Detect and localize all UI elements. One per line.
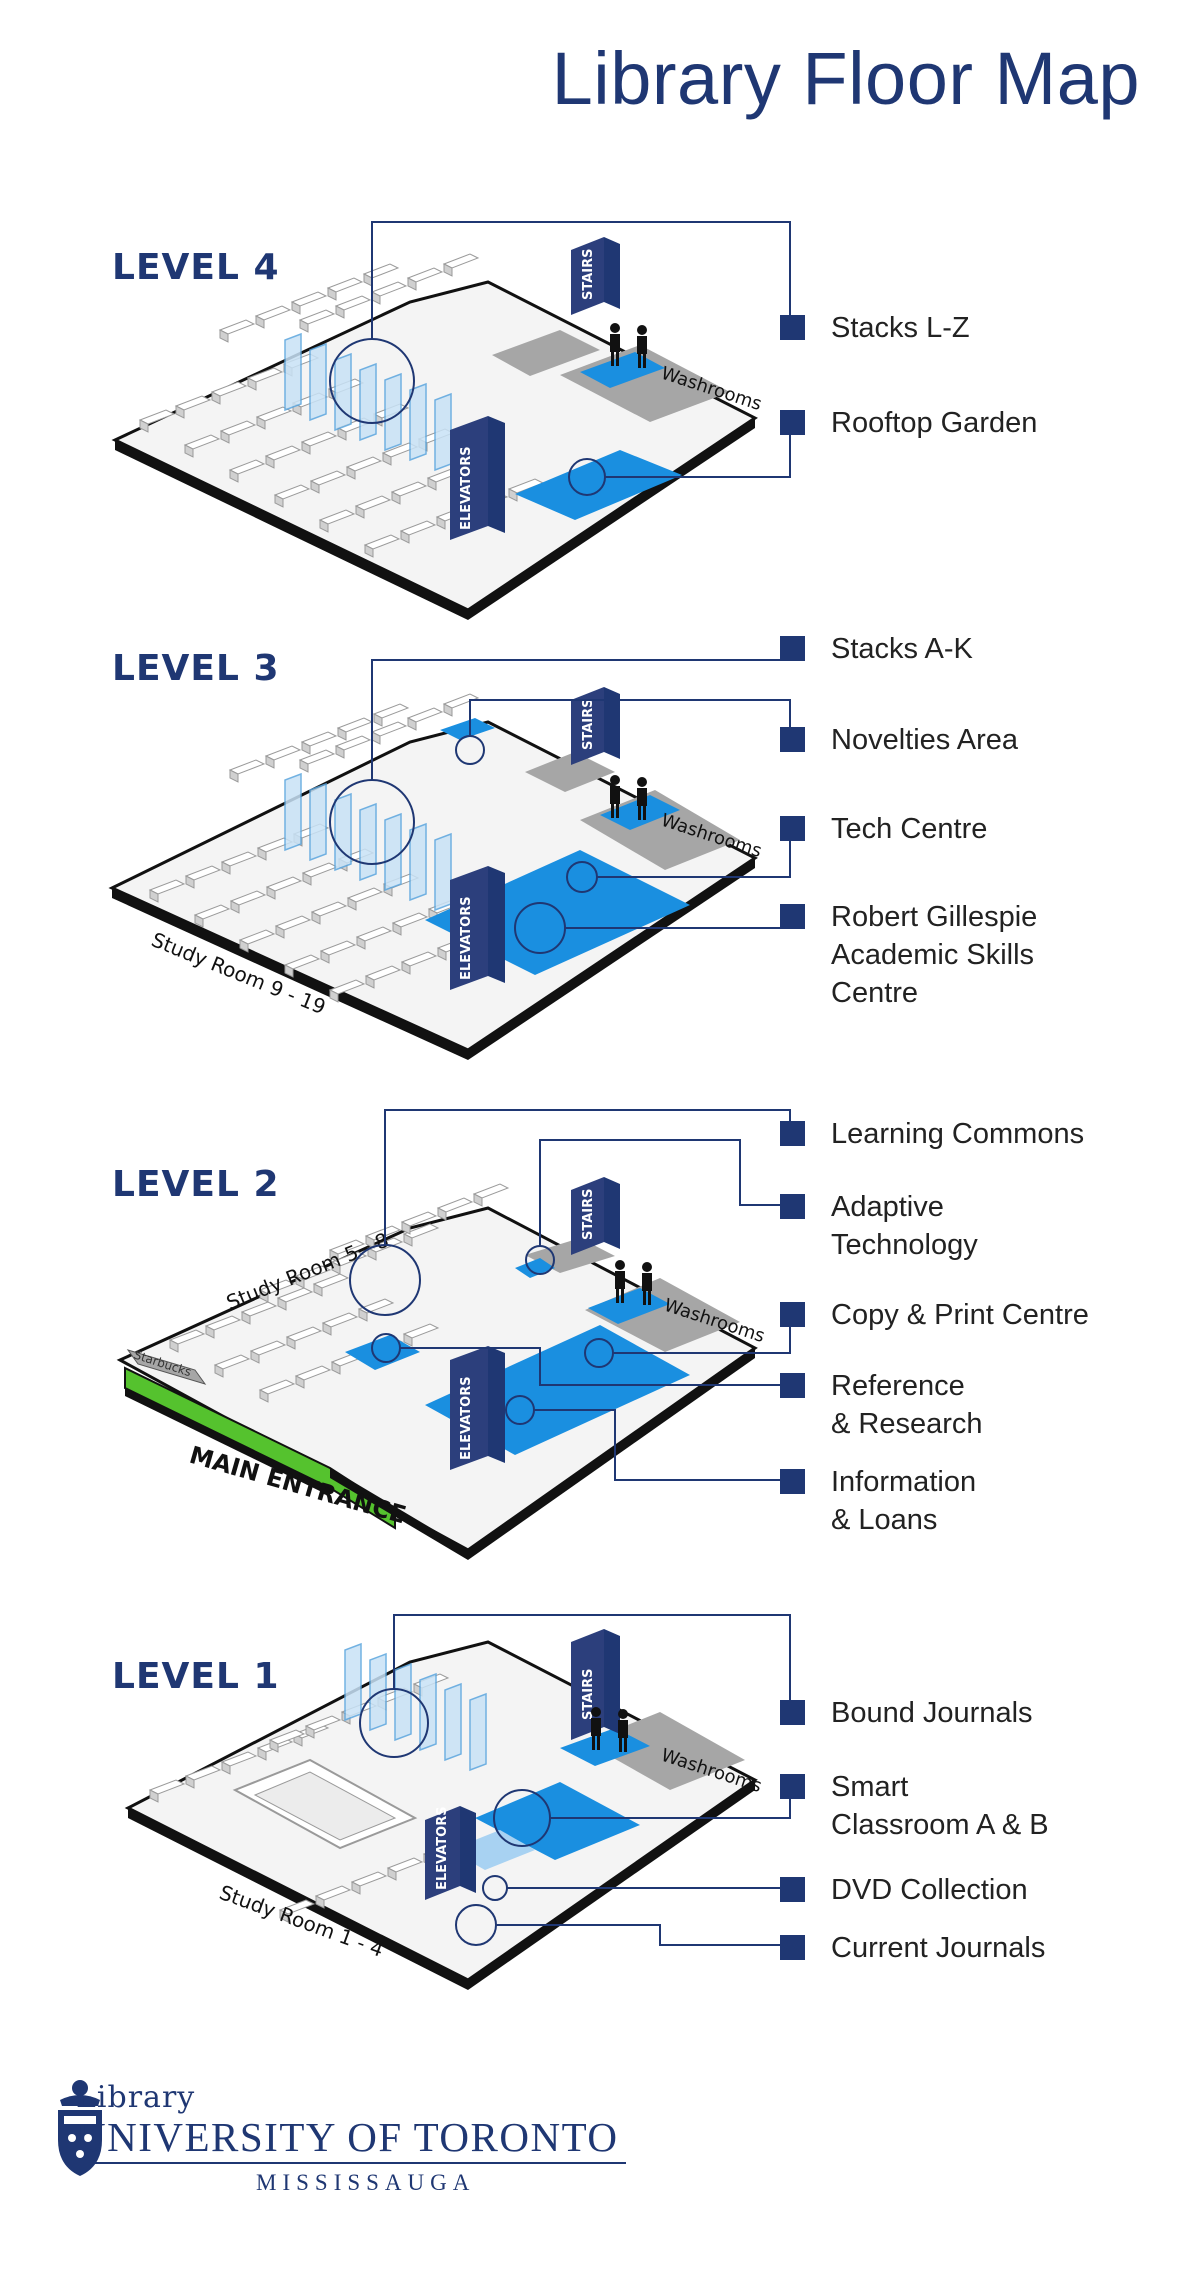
legend-marker	[780, 1935, 805, 1960]
legend-stacks-a-k: Stacks A-K	[780, 630, 973, 668]
legend-academic-skills-centre: Robert Gillespie Academic Skills Centre	[780, 898, 1037, 1012]
legend-marker	[780, 816, 805, 841]
legend-rooftop-garden: Rooftop Garden	[780, 404, 1037, 442]
level-1-stairs-label: STAIRS	[581, 1669, 596, 1721]
level-3-elevators-label: ELEVATORS	[459, 896, 474, 980]
legend-marker	[780, 904, 805, 929]
level-1-label: LEVEL 1	[112, 1656, 280, 1697]
legend-marker	[780, 1373, 805, 1398]
legend-learning-commons: Learning Commons	[780, 1115, 1084, 1153]
legend-reference-research: Reference & Research	[780, 1367, 983, 1443]
level-4-stairs-label: STAIRS	[581, 249, 596, 301]
legend-marker	[780, 1469, 805, 1494]
level-4-label: LEVEL 4	[112, 247, 280, 288]
legend-marker	[780, 1774, 805, 1799]
legend-tech-centre: Tech Centre	[780, 810, 987, 848]
university-crest-icon	[58, 2080, 102, 2176]
legend-marker	[780, 315, 805, 340]
legend-marker	[780, 727, 805, 752]
level-3-stairs-label: STAIRS	[581, 699, 596, 751]
legend-copy-print-centre: Copy & Print Centre	[780, 1296, 1089, 1334]
legend-information-loans: Information & Loans	[780, 1463, 976, 1539]
logo-library-text: Library	[76, 2080, 196, 2115]
legend-smart-classroom: Smart Classroom A & B	[780, 1768, 1049, 1844]
legend-adaptive-technology: Adaptive Technology	[780, 1188, 978, 1264]
logo-divider	[76, 2162, 626, 2164]
level-2-diagram: Starbucks STAIRS ELEVATORS Washrooms Stu…	[116, 1109, 791, 1560]
legend-marker	[780, 1194, 805, 1219]
legend-marker	[780, 636, 805, 661]
legend-novelties-area: Novelties Area	[780, 721, 1018, 759]
legend-marker	[780, 1877, 805, 1902]
legend-current-journals: Current Journals	[780, 1929, 1045, 1967]
legend-marker	[780, 410, 805, 435]
level-2-label: LEVEL 2	[112, 1164, 280, 1205]
page-title: Library Floor Map	[551, 37, 1140, 120]
legend-marker	[780, 1302, 805, 1327]
legend-dvd-collection: DVD Collection	[780, 1871, 1028, 1909]
legend-bound-journals: Bound Journals	[780, 1694, 1033, 1732]
level-1-elevators-label: ELEVATORS	[435, 1806, 450, 1890]
level-2-stairs-label: STAIRS	[581, 1189, 596, 1241]
legend-marker	[780, 1121, 805, 1146]
level-4-elevators-label: ELEVATORS	[459, 446, 474, 530]
logo-campus-text: MISSISSAUGA	[256, 2170, 476, 2195]
level-1-diagram: STAIRS ELEVATORS Washrooms Study Room 1 …	[124, 1614, 791, 1990]
legend-stacks-l-z: Stacks L-Z	[780, 309, 970, 347]
logo-university-text: UNIVERSITY OF TORONTO	[76, 2114, 619, 2160]
level-2-elevators-label: ELEVATORS	[459, 1376, 474, 1460]
level-3-diagram: STAIRS ELEVATORS Washrooms Study Room 9 …	[108, 659, 791, 1060]
legend-marker	[780, 1700, 805, 1725]
level-3-label: LEVEL 3	[112, 648, 280, 689]
